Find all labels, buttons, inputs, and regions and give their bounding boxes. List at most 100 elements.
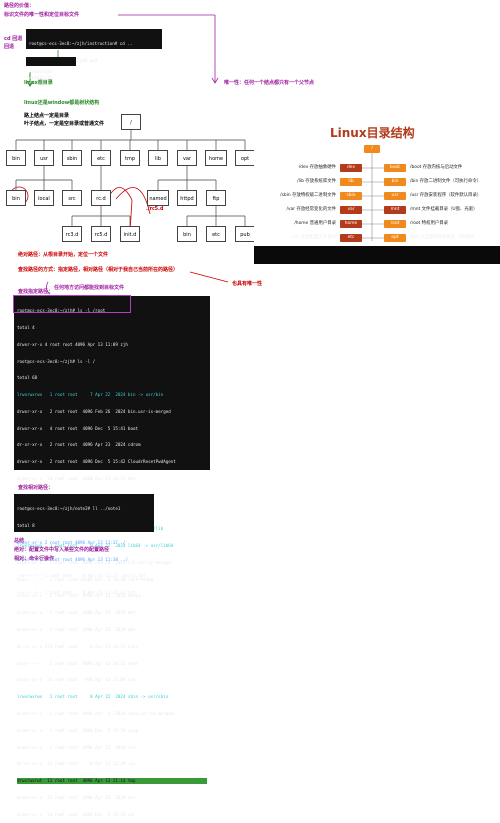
right-node: root (384, 220, 406, 228)
terminal-line: drwxr-xr-x 2 root root 4096 Feb 26 2024 … (17, 559, 171, 565)
any-location-note: 任何地方访问都能找到目标文件 (54, 285, 125, 291)
left-desc: /lib 存放系统库文件 (297, 179, 336, 184)
right-desc: /usr 存放安装程序（软件默认目录） (410, 193, 482, 198)
tree-node: home (205, 150, 227, 166)
right-node: boot (384, 164, 406, 172)
tree-edges (9, 130, 246, 233)
structure-title: Linux目录结构 (330, 126, 415, 140)
right-desc: /bin 存放二进制文件（可执行命令） (410, 179, 482, 184)
tree-node: etc (91, 150, 111, 166)
right-node: opt (384, 234, 406, 242)
left-node: sbin (340, 192, 362, 200)
terminal-line: dr-xr-xr-x 13 root root 0 Apr 13 11:29 s… (17, 761, 136, 767)
tree-node: init.d (120, 226, 140, 242)
terminal-line: drwxr-xr-x 2 root root 4096 Dec 5 15:34 … (17, 727, 139, 733)
terminal-line: drwxr-xr-x 4 root root 4096 Dec 5 15:41 … (17, 425, 139, 431)
terminal-line: root@cs-ecs-3ec8:~/zjh/note2# ll ../note… (17, 506, 121, 512)
command-highlight-frame (13, 295, 131, 313)
terminal-line: drwxr-xr-x 2 root root 4096 Apr 23 2024 … (17, 610, 136, 616)
terminal-line: total 8 (17, 522, 35, 528)
tree-node: httpd (177, 190, 197, 206)
terminal-relative: root@cs-ecs-3ec8:~/zjh/note2# ll ../note… (14, 494, 154, 595)
branch-dir-note: 路上结点一定是目录 (24, 113, 70, 119)
tree-node: rc.d (91, 190, 111, 206)
structure-bottom-bar (254, 246, 500, 264)
summary-title: 总结 (14, 538, 25, 544)
tree-node: rc3.d (62, 226, 82, 242)
tree-node: bin (177, 226, 197, 242)
tree-node: var (177, 150, 197, 166)
terminal-line: root@cs-ecs-3ec8:~/zjh# ls -l / (17, 358, 96, 364)
terminal-line: lrwxrwxrwx 1 root root 8 Apr 22 2024 sbi… (17, 694, 169, 700)
terminal-ls-root: root@cs-ecs-3ec8:~/zjh# ls -l /root tota… (14, 296, 210, 817)
rc5d-label: ./rc5.d (146, 207, 164, 212)
left-node: dev (340, 164, 362, 172)
terminal-line: drwxr-xr-x 2 root root 4096 Apr 3 2024 s… (17, 710, 174, 716)
structure-bg (254, 116, 500, 264)
leaf-note: 叶子结点，一定是空目录或普通文件 (24, 121, 105, 127)
tree-node: src (62, 190, 82, 206)
structure-root-node: / (364, 145, 380, 153)
tree-node: pub (235, 226, 255, 242)
terminal-line: /root/zjh (29, 69, 52, 75)
tree-node: local (34, 190, 54, 206)
tree-node-root: / (121, 114, 141, 130)
terminal-line: lrwxrwxrwx 1 root root 7 Apr 22 2024 bin… (17, 392, 164, 398)
terminal-line: drwxrwxrwt 11 root root 4096 Apr 13 11:1… (17, 778, 207, 784)
left-desc: /home 普通用户目录 (294, 221, 336, 226)
right-node: usr (384, 192, 406, 200)
left-node: home (340, 220, 362, 228)
right-desc: /boot 存放内核与启动文件 (410, 165, 463, 170)
tree-node: etc (206, 226, 226, 242)
find-relative-note: 查找相对路径： (18, 485, 54, 491)
cd-sub: 回退 (4, 44, 15, 50)
right-node: mnt (384, 206, 406, 214)
left-desc: /etc 存放配置文件目录 (291, 235, 336, 240)
terminal-line: drwxr-xr-x 2 root root 4096 Apr 23 2024 … (17, 627, 136, 633)
left-desc: /sbin 存放特权级二进制文件 (280, 193, 336, 198)
terminal-line: root@cs-ecs-3ec8:~/zjh/instruction# cd .… (29, 41, 133, 47)
terminal-line: lrwxrwxrwx 1 root root 9 Apr 22 2024 lib… (17, 543, 174, 549)
terminal-line: -rw-r--r-- 1 root root 0 Apr 13 11:37 qi… (17, 590, 136, 596)
find-specified-note: 查找指定路径： (18, 289, 54, 295)
path-value-title: 路径的价值： (4, 3, 35, 9)
tree-node: bin (6, 150, 26, 166)
left-node: etc (340, 234, 362, 242)
path-note-arrows (46, 271, 229, 295)
terminal-pwd-result: /root/zjh (26, 57, 76, 74)
left-desc: /var 存放经常变化的文件 (286, 207, 337, 212)
left-node: var (340, 206, 362, 214)
cd-label: cd 回退 (4, 36, 23, 42)
right-node: bin (384, 178, 406, 186)
only-one-parent-note: 唯一性：任何一个结点都只有一个父节点 (224, 80, 315, 86)
terminal-line: drwxr-xr-x 19 root root 4080 Apr 13 10:1… (17, 476, 136, 481)
tree-node: usr (34, 150, 54, 166)
find-method-note: 查找路径的方式：指定路径，相对路径（相对于我自己当前所在的路径） (18, 267, 179, 273)
tree-node: tmp (120, 150, 140, 166)
left-node: lib (340, 178, 362, 186)
tree-node: lib (148, 150, 168, 166)
terminal-line: drwx------ 5 root root 4096 Apr 13 10:52… (17, 660, 139, 666)
terminal-line: drwxr-xr-x 13 root root 4096 Dec 5 15:34… (17, 811, 136, 817)
tree-node: named (147, 190, 169, 206)
tree-node: bin (6, 190, 26, 206)
terminal-line: /root/zjh (29, 74, 52, 80)
tree-struct-note: linux还是window都是树状结构 (24, 100, 100, 106)
path-value-desc: 标识文件的唯一性和定位目标文件 (4, 12, 80, 18)
terminal-line: drwxr-xr-x 4 root root 4096 Apr 13 11:09… (17, 341, 128, 347)
terminal-line: root@cs-ecs-3ec8:~/zjh# ls -l /root (17, 308, 106, 314)
tree-node: rc5.d (91, 226, 111, 242)
terminal-line: total 4 (17, 324, 35, 330)
terminal-line: drwxr-xr-x 2 root root 4096 Apr 23 2024 … (17, 744, 136, 750)
terminal-line: drwxr-xr-x 12 root root 4096 Apr 23 2024… (17, 794, 136, 800)
terminal-line: drwxr-xr-x 33 root root 940 Apr 13 11:09… (17, 677, 136, 683)
root-dir-note: linux根目录 (24, 80, 53, 86)
right-desc: /mnt 文件挂载目录（U盘、光驱） (410, 207, 478, 212)
terminal-line: drwxr-xr-x 2 root root 4096 Apr 13 11:37… (17, 539, 126, 545)
annotation-lines (26, 14, 219, 87)
tree-node: sbin (62, 150, 82, 166)
terminal-line: dr-xr-xr-x 171 root root 0 Apr 13 10:12 … (17, 643, 139, 649)
terminal-line: -rw-r--r-- 1 root root 0 Apr 13 11:37 .h… (17, 573, 146, 579)
unique-too-note: 也具有唯一性 (232, 281, 263, 287)
terminal-line: dr-xr-xr-x 2 root root 4096 Apr 23 2024 … (17, 442, 141, 448)
